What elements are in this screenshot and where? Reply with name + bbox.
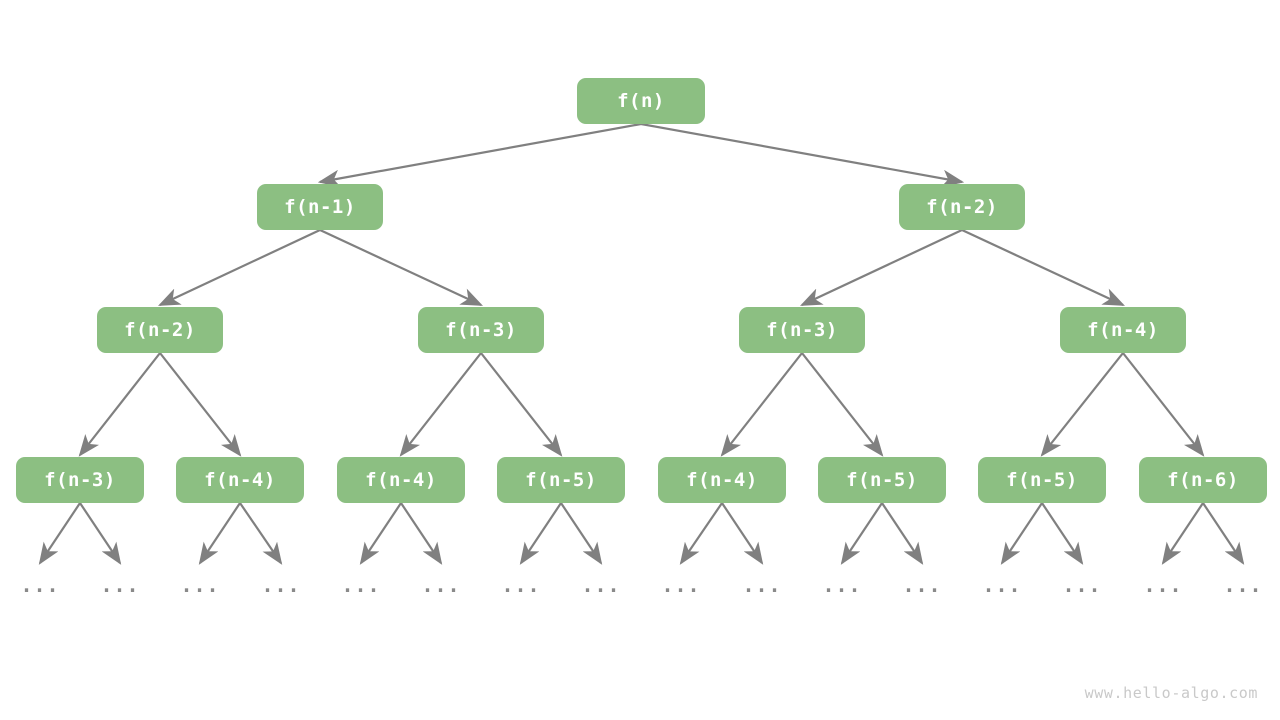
tree-edge-n6-to-n13 xyxy=(1040,352,1124,457)
tree-edge-n1-to-n3 xyxy=(158,229,321,306)
tree-node-n4[interactable]: f(n-3) xyxy=(418,307,544,353)
ellipsis-marker: ... xyxy=(742,573,782,597)
leaf-stub-arrow-4 xyxy=(359,502,402,565)
tree-node-n1[interactable]: f(n-1) xyxy=(257,184,383,230)
ellipsis-marker: ... xyxy=(982,573,1022,597)
leaf-stub-arrow-15 xyxy=(1202,502,1245,565)
tree-edge-n0-to-n1 xyxy=(317,122,642,188)
tree-edge-n2-to-n5 xyxy=(800,229,963,306)
tree-node-n2[interactable]: f(n-2) xyxy=(899,184,1025,230)
ellipsis-marker: ... xyxy=(20,573,60,597)
tree-node-n10[interactable]: f(n-5) xyxy=(497,457,625,503)
tree-node-n11[interactable]: f(n-4) xyxy=(658,457,786,503)
ellipsis-marker: ... xyxy=(501,573,541,597)
leaf-stub-arrow-6 xyxy=(519,502,562,565)
leaf-stub-arrow-12 xyxy=(1000,502,1043,565)
tree-edge-n4-to-n10 xyxy=(480,352,563,457)
ellipsis-marker: ... xyxy=(180,573,220,597)
tree-edge-n4-to-n9 xyxy=(399,352,482,457)
watermark: www.hello-algo.com xyxy=(1084,684,1258,702)
leaf-stub-arrow-14 xyxy=(1161,502,1204,565)
tree-node-n0[interactable]: f(n) xyxy=(577,78,705,124)
leaf-stub-arrow-13 xyxy=(1041,502,1084,565)
leaf-stub-arrows xyxy=(38,502,1245,565)
leaf-stub-arrow-0 xyxy=(38,502,81,565)
tree-node-n5[interactable]: f(n-3) xyxy=(739,307,865,353)
leaf-stub-arrow-1 xyxy=(79,502,122,565)
tree-edge-n6-to-n14 xyxy=(1122,352,1205,457)
ellipsis-marker: ... xyxy=(1062,573,1102,597)
ellipsis-marker: ... xyxy=(902,573,942,597)
tree-node-n13[interactable]: f(n-5) xyxy=(978,457,1106,503)
ellipsis-marker: ... xyxy=(661,573,701,597)
tree-edge-n3-to-n8 xyxy=(159,352,242,457)
tree-node-n6[interactable]: f(n-4) xyxy=(1060,307,1186,353)
tree-node-n12[interactable]: f(n-5) xyxy=(818,457,946,503)
ellipsis-marker: ... xyxy=(581,573,621,597)
tree-node-n3[interactable]: f(n-2) xyxy=(97,307,223,353)
leaf-stub-arrow-8 xyxy=(679,502,723,565)
tree-node-n9[interactable]: f(n-4) xyxy=(337,457,465,503)
leaf-stub-arrow-11 xyxy=(881,502,924,565)
tree-edge-n5-to-n12 xyxy=(801,352,884,457)
leaf-stub-arrow-10 xyxy=(840,502,883,565)
tree-edge-n2-to-n6 xyxy=(961,229,1125,306)
ellipsis-marker: ... xyxy=(100,573,140,597)
tree-edge-n5-to-n11 xyxy=(720,352,803,457)
tree-edge-n1-to-n4 xyxy=(319,229,483,306)
leaf-stub-arrow-9 xyxy=(721,502,764,565)
ellipsis-marker: ... xyxy=(1143,573,1183,597)
ellipsis-marker: ... xyxy=(421,573,461,597)
tree-edge-n3-to-n7 xyxy=(78,352,161,457)
ellipsis-marker: ... xyxy=(822,573,862,597)
ellipsis-marker: ... xyxy=(341,573,381,597)
tree-node-n7[interactable]: f(n-3) xyxy=(16,457,144,503)
ellipsis-marker: ... xyxy=(261,573,301,597)
leaf-stub-arrow-7 xyxy=(560,502,603,565)
tree-node-n14[interactable]: f(n-6) xyxy=(1139,457,1267,503)
leaf-stub-arrow-3 xyxy=(239,502,283,565)
tree-edge-n0-to-n2 xyxy=(640,122,965,188)
tree-edges xyxy=(78,122,1205,457)
leaf-stub-arrow-2 xyxy=(198,502,241,565)
ellipsis-marker: ... xyxy=(1223,573,1263,597)
leaf-stub-arrow-5 xyxy=(400,502,443,565)
tree-node-n8[interactable]: f(n-4) xyxy=(176,457,304,503)
